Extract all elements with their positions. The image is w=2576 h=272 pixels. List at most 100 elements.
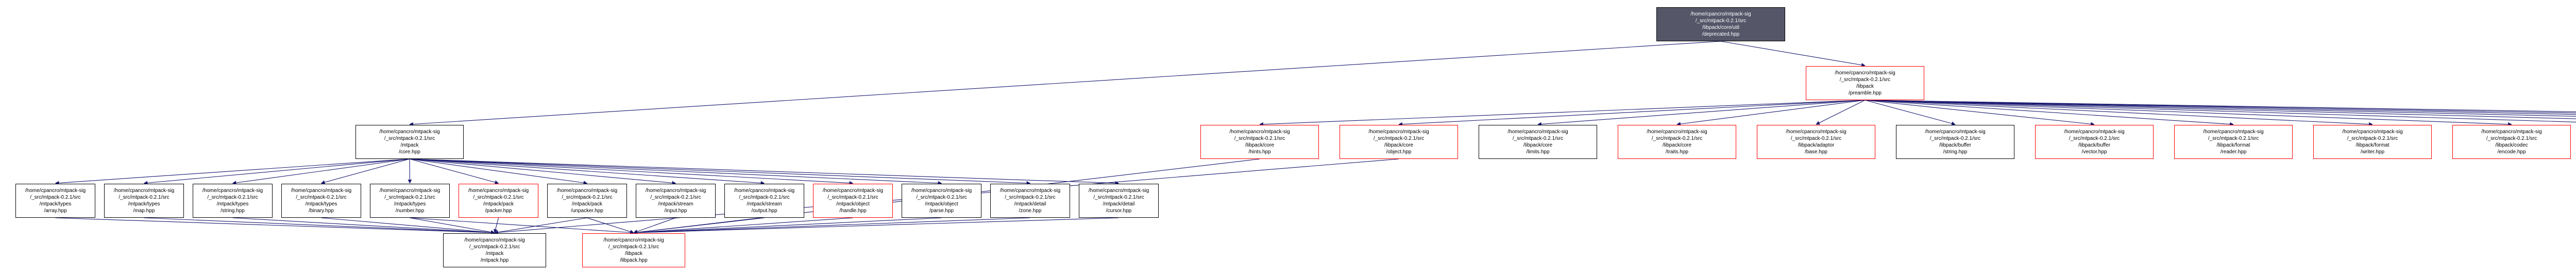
graph-node-label-line: /core.hpp: [399, 149, 420, 155]
graph-node-label-line: /home/cpancro/mtpack-sig: [1835, 70, 1895, 76]
graph-edge-core_hub-to-r3_5: [409, 158, 499, 184]
graph-edge-preamble-to-r2_1: [1398, 100, 1866, 126]
graph-node-r2_0[interactable]: /home/cpancro/mtpack-sig/_src/mtpack-0.2…: [1200, 125, 1319, 159]
graph-node-label-line: /mtpack: [485, 251, 504, 257]
graph-node-r3_5[interactable]: /home/cpancro/mtpack-sig/_src/mtpack-0.2…: [459, 184, 538, 218]
graph-node-r2_3[interactable]: /home/cpancro/mtpack-sig/_src/mtpack-0.2…: [1618, 125, 1736, 159]
graph-node-label-line: /mtpack.hpp: [480, 258, 509, 263]
graph-node-label-line: /libpack: [1856, 84, 1874, 89]
graph-node-core_hub[interactable]: /home/cpancro/mtpack-sig/_src/mtpack-0.2…: [355, 125, 464, 159]
graph-node-label-line: /vector.hpp: [2081, 149, 2107, 155]
graph-node-label-line: /handle.hpp: [839, 208, 867, 214]
graph-node-label-line: /_src/mtpack-0.2.1/src: [2069, 136, 2120, 141]
graph-node-label-line: /array.hpp: [44, 208, 67, 214]
graph-edge-preamble-to-r2_10: [1865, 100, 2576, 123]
graph-node-label-line: /home/cpancro/mtpack-sig: [822, 188, 884, 194]
graph-node-label-line: /traits.hpp: [1666, 149, 1688, 155]
graph-node-r3_3[interactable]: /home/cpancro/mtpack-sig/_src/mtpack-0.2…: [281, 184, 361, 218]
graph-node-r3_11[interactable]: /home/cpancro/mtpack-sig/_src/mtpack-0.2…: [990, 184, 1070, 218]
graph-node-label-line: /_src/mtpack-0.2.1/src: [1790, 136, 1842, 141]
graph-node-label-line: /_src/mtpack-0.2.1/src: [2347, 136, 2398, 141]
graph-node-label-line: /_src/mtpack-0.2.1/src: [384, 195, 435, 200]
graph-node-label-line: /home/cpancro/mtpack-sig: [645, 188, 706, 194]
graph-node-r3_9[interactable]: /home/cpancro/mtpack-sig/_src/mtpack-0.2…: [813, 184, 893, 218]
graph-node-r3_8[interactable]: /home/cpancro/mtpack-sig/_src/mtpack-0.2…: [724, 184, 804, 218]
graph-node-label-line: /_src/mtpack-0.2.1/src: [2208, 136, 2259, 141]
graph-node-r3_10[interactable]: /home/cpancro/mtpack-sig/_src/mtpack-0.2…: [902, 184, 981, 218]
graph-edge-r3_0-to-agg_0: [55, 217, 495, 235]
graph-node-label-line: /_src/mtpack-0.2.1/src: [473, 195, 524, 200]
graph-node-r3_12[interactable]: /home/cpancro/mtpack-sig/_src/mtpack-0.2…: [1079, 184, 1159, 218]
graph-node-label-line: /home/cpancro/mtpack-sig: [603, 237, 664, 243]
graph-node-preamble[interactable]: /home/cpancro/mtpack-sig/_src/mtpack-0.2…: [1806, 66, 1924, 100]
graph-node-label-line: /_src/mtpack-0.2.1/src: [608, 244, 659, 250]
graph-node-agg_0[interactable]: /home/cpancro/mtpack-sig/_src/mtpack-0.2…: [443, 233, 546, 267]
graph-node-r2_7[interactable]: /home/cpancro/mtpack-sig/_src/mtpack-0.2…: [2174, 125, 2293, 159]
graph-edge-preamble-to-r2_2: [1537, 100, 1866, 126]
graph-node-label-line: /object.hpp: [1386, 149, 1412, 155]
graph-edge-preamble-to-r2_5: [1865, 100, 1956, 125]
graph-edge-r3_7-to-agg_1: [633, 217, 676, 234]
graph-node-label-line: /base.hpp: [1805, 149, 1827, 155]
graph-edge-core_hub-to-r3_9: [409, 158, 854, 185]
graph-edge-r3_2-to-agg_0: [232, 217, 495, 235]
graph-edge-core_hub-to-r3_11: [409, 158, 1031, 185]
graph-node-label-line: /home/cpancro/mtpack-sig: [2481, 129, 2542, 135]
graph-node-label-line: /libpack/core: [1523, 142, 1553, 148]
graph-node-label-line: /_src/mtpack-0.2.1/src: [650, 195, 701, 200]
graph-node-label-line: /libpack/core: [1384, 142, 1414, 148]
graph-node-label-line: /_src/mtpack-0.2.1/src: [1005, 195, 1056, 200]
graph-edge-r3_3-to-agg_0: [321, 217, 495, 235]
graph-node-r3_1[interactable]: /home/cpancro/mtpack-sig/_src/mtpack-0.2…: [104, 184, 184, 218]
graph-node-r3_0[interactable]: /home/cpancro/mtpack-sig/_src/mtpack-0.2…: [15, 184, 95, 218]
graph-node-label-line: /libpack/format: [2216, 142, 2250, 148]
graph-node-label-line: /home/cpancro/mtpack-sig: [734, 188, 795, 194]
graph-node-root[interactable]: /home/cpancro/mtpack-sig/_src/mtpack-0.2…: [1656, 7, 1785, 41]
graph-node-label-line: /libpack/codec: [2495, 142, 2528, 148]
graph-node-label-line: /_src/mtpack-0.2.1/src: [30, 195, 81, 200]
graph-node-label-line: /libpack/core: [1662, 142, 1692, 148]
graph-node-agg_1[interactable]: /home/cpancro/mtpack-sig/_src/mtpack-0.2…: [582, 233, 685, 267]
graph-node-label-line: /home/cpancro/mtpack-sig: [1786, 129, 1846, 135]
graph-edge-core_hub-to-r3_1: [143, 158, 410, 185]
graph-node-r3_4[interactable]: /home/cpancro/mtpack-sig/_src/mtpack-0.2…: [370, 184, 450, 218]
graph-node-label-line: /libpack/format: [2355, 142, 2389, 148]
graph-node-r2_8[interactable]: /home/cpancro/mtpack-sig/_src/mtpack-0.2…: [2313, 125, 2432, 159]
graph-edge-r3_5-to-agg_0: [494, 217, 499, 233]
graph-edge-preamble-to-r2_3: [1676, 100, 1866, 126]
graph-edge-core_hub-to-r3_10: [409, 158, 942, 185]
graph-node-label-line: /_src/mtpack-0.2.1/src: [1929, 136, 1981, 141]
graph-node-label-line: /libpack/adaptor: [1798, 142, 1835, 148]
graph-node-label-line: /libpack/core: [1245, 142, 1275, 148]
graph-node-r3_6[interactable]: /home/cpancro/mtpack-sig/_src/mtpack-0.2…: [547, 184, 627, 218]
graph-node-label-line: /mtpack/detail: [1103, 201, 1135, 207]
graph-node-r3_7[interactable]: /home/cpancro/mtpack-sig/_src/mtpack-0.2…: [636, 184, 716, 218]
graph-node-label-line: /_src/mtpack-0.2.1/src: [118, 195, 170, 200]
graph-node-r2_4[interactable]: /home/cpancro/mtpack-sig/_src/mtpack-0.2…: [1757, 125, 1875, 159]
graph-node-r2_1[interactable]: /home/cpancro/mtpack-sig/_src/mtpack-0.2…: [1340, 125, 1458, 159]
graph-node-label-line: /_src/mtpack-0.2.1/src: [1512, 136, 1564, 141]
graph-edge-core_hub-to-r3_7: [409, 158, 676, 185]
graph-node-label-line: /input.hpp: [664, 208, 687, 214]
graph-edge-r3_9-to-agg_1: [633, 217, 853, 235]
graph-edge-preamble-to-r2_4: [1816, 100, 1866, 125]
graph-node-label-line: /home/cpancro/mtpack-sig: [113, 188, 175, 194]
graph-node-r2_5[interactable]: /home/cpancro/mtpack-sig/_src/mtpack-0.2…: [1896, 125, 2014, 159]
graph-edge-r3_4-to-agg_1: [410, 217, 634, 235]
graph-node-label-line: /deprecated.hpp: [1702, 31, 1740, 37]
graph-node-r2_6[interactable]: /home/cpancro/mtpack-sig/_src/mtpack-0.2…: [2035, 125, 2154, 159]
graph-edge-preamble-to-r2_13: [1865, 100, 2576, 115]
graph-node-label-line: /mtpack/types: [39, 201, 72, 207]
graph-node-label-line: /_src/mtpack-0.2.1/src: [207, 195, 258, 200]
graph-node-label-line: /home/cpancro/mtpack-sig: [1088, 188, 1149, 194]
graph-node-r3_2[interactable]: /home/cpancro/mtpack-sig/_src/mtpack-0.2…: [193, 184, 273, 218]
graph-node-label-line: /_src/mtpack-0.2.1/src: [469, 244, 520, 250]
graph-node-r2_2[interactable]: /home/cpancro/mtpack-sig/_src/mtpack-0.2…: [1479, 125, 1597, 159]
graph-edges: [55, 41, 2576, 235]
graph-node-label-line: /mtpack: [400, 142, 419, 148]
graph-node-label-line: /libpack/buffer: [1939, 142, 1972, 148]
graph-edge-root-to-preamble: [1720, 41, 1866, 67]
graph-node-r2_9[interactable]: /home/cpancro/mtpack-sig/_src/mtpack-0.2…: [2452, 125, 2571, 159]
